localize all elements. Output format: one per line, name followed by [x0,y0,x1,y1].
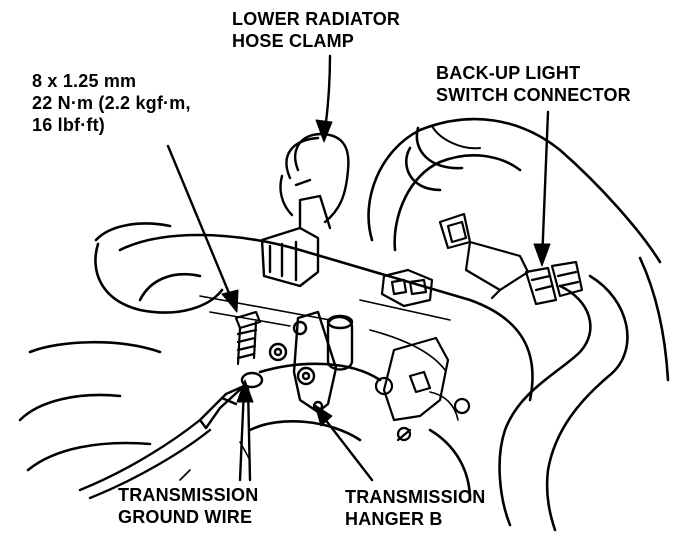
hose-clamp-label-line-1: LOWER RADIATOR [232,9,401,29]
mount-bracket [374,336,471,442]
bolt-spec-label: 8 x 1.25 mm 22 N·m (2.2 kgf·m, 16 lbf·ft… [32,70,191,136]
ground-wire-label: TRANSMISSION GROUND WIRE [118,484,258,528]
hanger-b-label-line-1: TRANSMISSION [345,487,486,507]
switch-connector-label: BACK-UP LIGHT SWITCH CONNECTOR [436,62,631,106]
ground-wire [78,371,264,500]
arrow-heads [221,119,551,427]
hanger-b-label-line-2: HANGER B [345,509,443,529]
bolt-spec-line-3: 16 lbf·ft) [32,115,105,135]
hose-clamp-label-line-2: HOSE CLAMP [232,31,355,51]
bolt-spec-line-1: 8 x 1.25 mm [32,71,137,91]
ground-wire-label-line-2: GROUND WIRE [118,507,253,527]
engine-details [179,295,459,481]
switch-connector [380,212,584,308]
leader-lines [166,54,550,482]
bolt-spec-line-2: 22 N·m (2.2 kgf·m, [32,93,191,113]
hose-clamp-label: LOWER RADIATOR HOSE CLAMP [232,8,400,52]
hose-clamp [260,132,350,288]
bolt [234,310,262,366]
switch-connector-label-line-2: SWITCH CONNECTOR [436,85,631,105]
switch-connector-label-line-1: BACK-UP LIGHT [436,63,581,83]
hanger-b-label: TRANSMISSION HANGER B [345,486,485,530]
ground-wire-label-line-1: TRANSMISSION [118,485,259,505]
hanger-b [268,310,354,414]
engine-outline [18,117,670,532]
